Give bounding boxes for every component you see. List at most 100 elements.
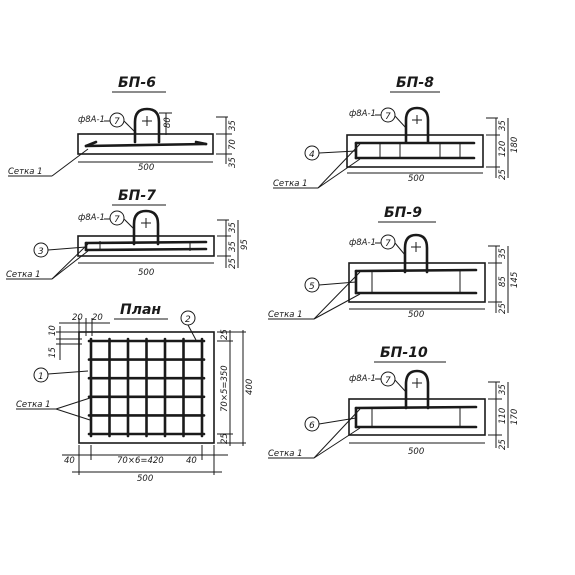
- bar-label: ф8А-1: [349, 238, 376, 248]
- width-dim: 500: [408, 310, 424, 320]
- total-dim: 170: [510, 409, 520, 425]
- total-dim: 145: [510, 272, 520, 288]
- total-dim: 180: [510, 137, 520, 153]
- bar-label: ф8А-1: [78, 213, 105, 223]
- right-dim: 70×5=350: [220, 365, 230, 412]
- dim-value: 110: [498, 408, 508, 424]
- leader-line: [123, 218, 135, 230]
- leader-line: [313, 271, 361, 320]
- leader-line: [318, 417, 357, 425]
- callout-number: 6: [309, 421, 315, 431]
- panel-bp9: БП-9 ф8А-1 7 5 Сетка 1 500 35 85 25 145: [268, 205, 520, 320]
- leader-line: [51, 243, 89, 280]
- right-total: 400: [245, 379, 255, 395]
- slab-outline: [346, 134, 484, 168]
- callout-number: 7: [385, 376, 391, 386]
- bar-label: ф8А-1: [349, 374, 376, 384]
- dim-value: 25: [228, 258, 238, 269]
- right-dim: 25: [220, 433, 230, 444]
- left-dim: 15: [48, 347, 58, 358]
- callout-circle: [380, 371, 396, 387]
- lifting-loop: [403, 233, 429, 274]
- slab-outline: [78, 331, 215, 444]
- lifting-loop: [132, 209, 160, 246]
- rebar-mesh: [84, 247, 208, 252]
- width-dim: 500: [138, 268, 154, 278]
- callout-number: 3: [38, 247, 44, 257]
- dim-value: 35: [498, 120, 508, 131]
- callout-circle: [380, 234, 396, 250]
- lifting-loop: [404, 369, 430, 410]
- rebar-grid: [87, 337, 206, 438]
- callout-number: 7: [385, 112, 391, 122]
- width-dim: 500: [138, 163, 154, 173]
- leader-line: [47, 246, 87, 251]
- mesh-label: Сетка 1: [273, 179, 308, 189]
- callout-number: 7: [385, 239, 391, 249]
- bottom-dim: 40: [186, 456, 197, 466]
- bottom-dim: 40: [64, 456, 75, 466]
- mesh-label: Сетка 1: [6, 270, 41, 280]
- dim-value: 35: [498, 384, 508, 395]
- rebar-mesh: [84, 142, 208, 148]
- leader-line: [51, 250, 89, 280]
- title-bp6: БП-6: [118, 75, 156, 91]
- loop-dim: 80: [163, 117, 173, 128]
- bar-label: ф8А-1: [78, 115, 105, 125]
- slab-outline: [77, 133, 214, 155]
- callout-number: 7: [114, 117, 120, 127]
- dim-value: 35: [228, 120, 238, 131]
- callout-circle: [33, 367, 49, 383]
- dim-value: 35: [228, 241, 238, 252]
- dim-value: 35: [228, 157, 238, 168]
- callout-circle: [109, 112, 125, 128]
- dim-value: 35: [228, 222, 238, 233]
- panel-bp7: БП-7 ф8А-1 7 3 Сетка 1 500 35 35 25 95: [6, 188, 250, 280]
- leader-line: [313, 408, 361, 459]
- rebar-mesh: [354, 405, 478, 410]
- leader-line: [394, 379, 407, 393]
- leader-line: [394, 242, 406, 256]
- left-dim: 10: [48, 325, 58, 336]
- right-dim: 25: [220, 329, 230, 340]
- panel-bp10: БП-10 ф8А-1 7 6 Сетка 1 500 35 110 25 17…: [268, 345, 520, 459]
- callout-number: 5: [309, 282, 315, 292]
- callout-number: 7: [114, 215, 120, 225]
- leader-line: [394, 115, 407, 129]
- panel-bp8: БП-8 ф8А-1 7 4 Сетка 1 500 35 120 25: [273, 75, 520, 189]
- rebar-mesh: [354, 268, 478, 273]
- title-bp7: БП-7: [118, 188, 156, 204]
- panel-plan: План 20 20 10 15 2 1 Сетка 1: [16, 302, 255, 484]
- lifting-loop: [404, 106, 430, 144]
- dim-value: 25: [498, 303, 508, 314]
- dim-value: 120: [498, 141, 508, 157]
- panel-bp6: БП-6 80 ф8А-1 7 Сетка 1 500 35 70 35: [8, 75, 238, 177]
- title-bp8: БП-8: [396, 75, 434, 91]
- callout-circle: [109, 210, 125, 226]
- callout-circle: [380, 107, 396, 123]
- rebar-mesh: [84, 240, 208, 245]
- dim-value: 25: [498, 169, 508, 180]
- leader-line: [313, 293, 361, 320]
- leader-line: [55, 408, 91, 421]
- mesh-label: Сетка 1: [16, 400, 51, 410]
- top-dim: 20: [92, 313, 103, 323]
- title-bp9: БП-9: [384, 205, 422, 221]
- width-dim: 500: [408, 174, 424, 184]
- leader-line: [313, 427, 361, 459]
- dim-value: 85: [498, 276, 508, 287]
- title-bp10: БП-10: [380, 345, 428, 361]
- bottom-dim: 70×6=420: [117, 456, 164, 466]
- dim-value: 25: [498, 439, 508, 450]
- leader-line: [123, 120, 137, 134]
- leader-line: [317, 143, 361, 189]
- callout-number: 2: [185, 315, 191, 325]
- leader-line: [318, 150, 357, 154]
- callout-number: 1: [38, 372, 44, 382]
- slab-outline: [77, 235, 215, 257]
- slab-outline: [348, 398, 486, 436]
- top-dim: 20: [72, 313, 83, 323]
- rebar-mesh: [194, 140, 208, 146]
